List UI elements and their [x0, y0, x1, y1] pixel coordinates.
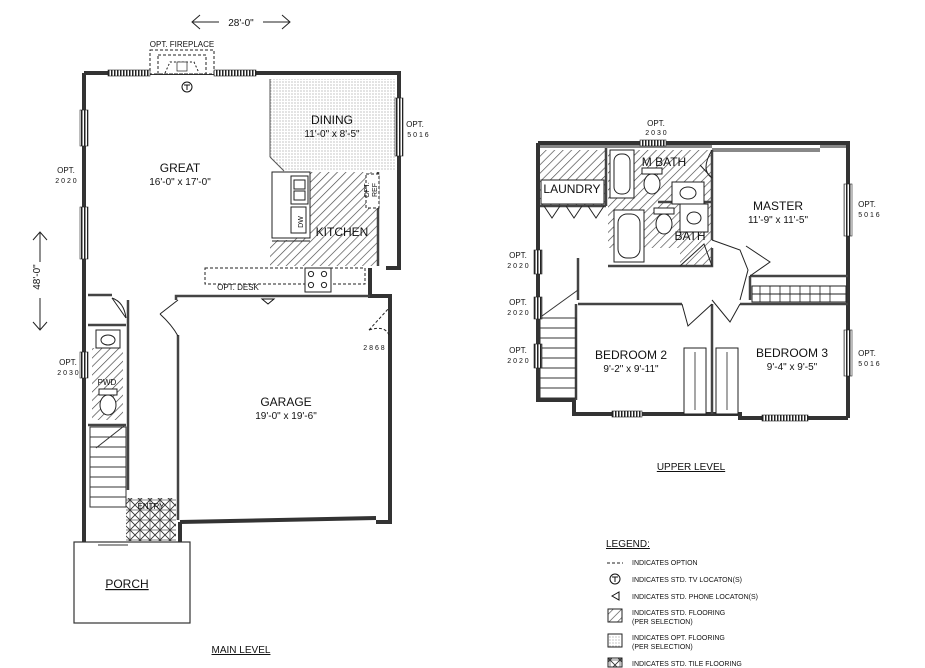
- room-name-porch: PORCH: [105, 577, 148, 591]
- window-bed3-opt: OPT.: [858, 349, 876, 358]
- main-level-plan: [73, 49, 404, 624]
- legend-title: LEGEND:: [606, 539, 650, 550]
- fireplace: [149, 49, 215, 75]
- ref-label-1: OPT.: [364, 182, 371, 198]
- ref-label-2: REF: [372, 183, 379, 197]
- door-garage-code: 2 8 6 8: [363, 345, 385, 352]
- legend-tv-icon: [609, 573, 621, 585]
- garage-entry-door: [159, 299, 390, 337]
- closet-door: [111, 297, 127, 319]
- window-great-code: 2 0 2 0: [55, 178, 77, 185]
- upper-doors: [679, 149, 771, 327]
- room-name-bed2: BEDROOM 2: [595, 348, 667, 362]
- window-great-opt: OPT.: [57, 166, 75, 175]
- room-name-entry: ENTRY: [138, 502, 166, 511]
- window-top-opt: OPT.: [647, 119, 665, 128]
- room-name-master: MASTER: [753, 199, 803, 213]
- legend-tile-flooring-swatch: [607, 657, 623, 668]
- window-dining-code: 5 0 1 6: [407, 132, 429, 139]
- legend-item-tile-flooring: INDICATES STD. TILE FLOORING: [632, 661, 742, 668]
- main-stairs: [89, 425, 127, 508]
- legend-std-flooring-swatch: [607, 608, 623, 623]
- room-size-great: 16'-0" x 17'-0": [149, 177, 211, 188]
- room-name-kitchen: KITCHEN: [316, 225, 369, 239]
- window-left3-code: 2 0 2 0: [507, 358, 529, 365]
- room-size-garage: 19'-0" x 19'-6": [255, 411, 317, 422]
- dimension-width: [191, 14, 291, 30]
- upper-stairs: [539, 289, 579, 399]
- window-bed3-code: 5 0 1 6: [858, 361, 880, 368]
- window-top-code: 2 0 3 0: [645, 130, 667, 137]
- porch-outline: [73, 541, 191, 624]
- main-interior-walls: [88, 172, 380, 520]
- dimension-depth: [32, 231, 48, 331]
- window-left1-opt: OPT.: [509, 251, 527, 260]
- window-master-opt: OPT.: [858, 200, 876, 209]
- room-name-great: GREAT: [160, 161, 201, 175]
- closets: [683, 285, 847, 415]
- tv-icon: [181, 81, 193, 93]
- dishwasher-label: DW: [298, 216, 305, 228]
- window-pwd-opt: OPT.: [59, 358, 77, 367]
- window-left1-code: 2 0 2 0: [507, 263, 529, 270]
- legend-item-tv: INDICATES STD. TV LOCATON(S): [632, 577, 742, 584]
- window-left2-code: 2 0 2 0: [507, 310, 529, 317]
- main-level-title: MAIN LEVEL: [212, 645, 271, 656]
- room-size-bed2: 9'-2" x 9'-11": [603, 364, 659, 375]
- window-pwd-code: 2 0 3 0: [57, 370, 79, 377]
- dining-opt-flooring: [270, 79, 396, 171]
- legend-item-phone: INDICATES STD. PHONE LOCATON(S): [632, 594, 758, 601]
- room-name-bed3: BEDROOM 3: [756, 346, 828, 360]
- room-name-dining: DINING: [311, 113, 353, 127]
- room-name-pwd: PWD: [98, 378, 117, 387]
- window-left2-opt: OPT.: [509, 298, 527, 307]
- upper-level-title: UPPER LEVEL: [657, 462, 726, 473]
- room-size-bed3: 9'-4" x 9'-5": [767, 362, 818, 373]
- window-master-code: 5 0 1 6: [858, 212, 880, 219]
- legend-item-option: INDICATES OPTION: [632, 560, 698, 567]
- room-size-master: 11'-9" x 11'-5": [748, 215, 808, 226]
- main-windows: [79, 69, 404, 379]
- upper-level-plan: [533, 139, 853, 422]
- upper-roof-edge: [538, 144, 848, 152]
- legend-item-opt-flooring-note: (PER SELECTION): [632, 644, 693, 651]
- room-name-laundry: LAUNDRY: [543, 182, 600, 196]
- legend-opt-flooring-swatch: [607, 633, 623, 648]
- legend-phone-icon: [610, 591, 620, 601]
- fireplace-label: OPT. FIREPLACE: [150, 40, 214, 49]
- kitchen-counters: [204, 171, 380, 293]
- legend-item-opt-flooring: INDICATES OPT. FLOORING: [632, 635, 725, 642]
- entry-tile-flooring: [126, 498, 176, 541]
- bath-fixtures: [609, 149, 709, 263]
- room-name-garage: GARAGE: [260, 395, 311, 409]
- depth-dimension-label: 48'-0": [32, 264, 43, 290]
- room-name-bath: BATH: [674, 229, 705, 243]
- legend: LEGEND: INDICATES OPTION INDICATES STD. …: [606, 539, 758, 668]
- desk-label: OPT. DESK: [217, 283, 259, 292]
- width-dimension-label: 28'-0": [228, 18, 254, 29]
- pwd-fixtures: [95, 329, 121, 416]
- window-left3-opt: OPT.: [509, 346, 527, 355]
- upper-windows: [533, 139, 853, 422]
- legend-item-std-flooring-note: (PER SELECTION): [632, 619, 693, 626]
- closet-rods: [694, 286, 831, 410]
- room-name-mbath: M BATH: [642, 155, 686, 169]
- window-dining-opt: OPT.: [406, 120, 424, 129]
- legend-item-std-flooring: INDICATES STD. FLOORING: [632, 610, 725, 617]
- phone-icon: [260, 298, 276, 305]
- laundry-appliances: [540, 179, 605, 219]
- room-size-dining: 11'-0" x 8'-5": [304, 129, 360, 140]
